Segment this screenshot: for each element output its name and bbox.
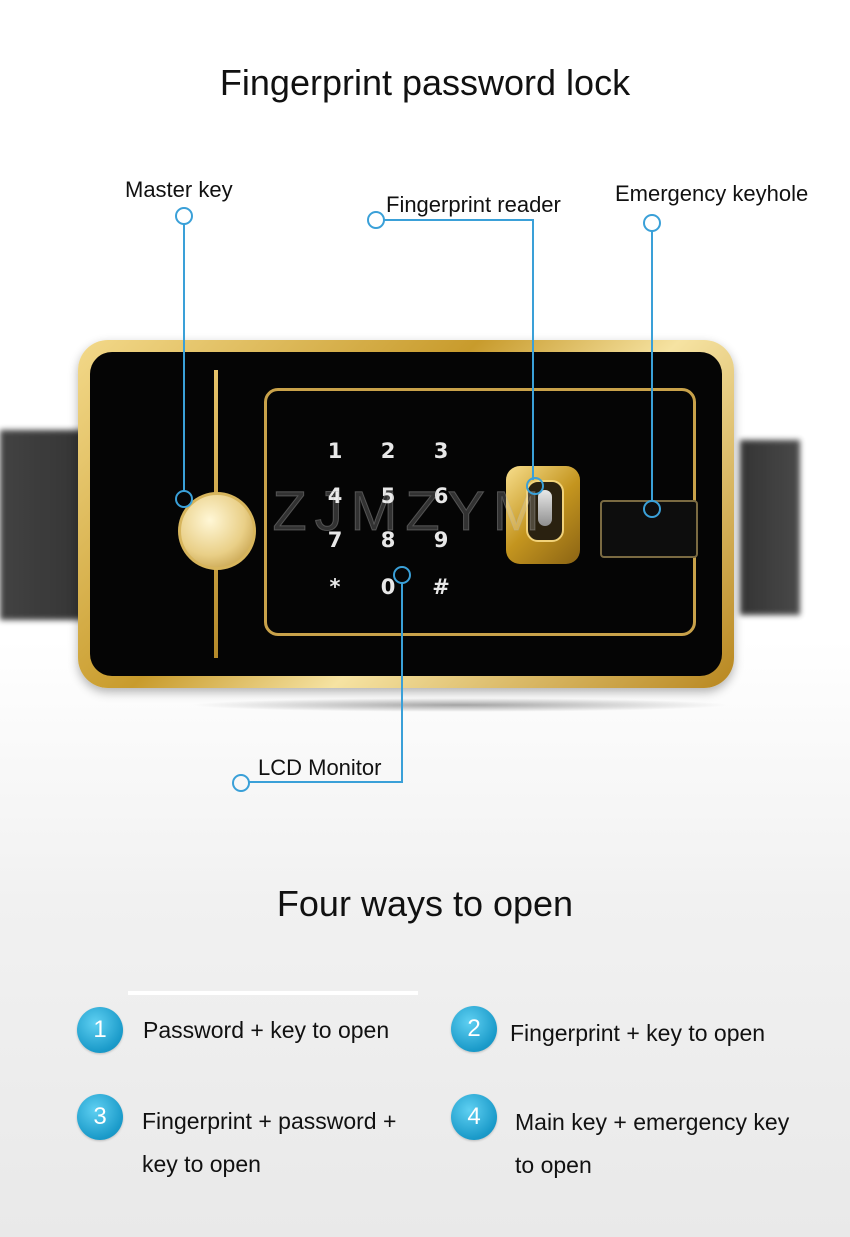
master-key-callout-dot-top (175, 207, 193, 225)
lcd-monitor-label: LCD Monitor (258, 755, 382, 780)
fingerprint-reader (506, 466, 580, 564)
keypad-key-9: 9 (433, 528, 449, 552)
way-4-badge: 4 (451, 1094, 497, 1140)
keypad-key-0: 0 (380, 575, 396, 599)
lcd-callout-line-v (401, 583, 403, 782)
way-3-text: Fingerprint + password + key to open (142, 1100, 396, 1186)
way-2-badge: 2 (451, 1006, 497, 1052)
keypad-key-3: 3 (433, 439, 449, 463)
background-door-right (740, 440, 800, 615)
master-key-callout-dot (175, 490, 193, 508)
emergency-keyhole-label: Emergency keyhole (615, 181, 809, 206)
way-4-line-1: Main key + emergency key (515, 1109, 790, 1135)
way-1-text: Password + key to open (143, 1009, 389, 1052)
keypad-key-7: 7 (327, 528, 343, 552)
page-title: Fingerprint password lock (219, 62, 631, 103)
keypad-key-4: 4 (327, 484, 343, 508)
way-2-line-1: Fingerprint + key to open (510, 1020, 766, 1046)
way-3-line-2: key to open (142, 1151, 261, 1177)
way-4-line-2: to open (515, 1152, 592, 1178)
lcd-callout-dot (393, 566, 411, 584)
fingerprint-callout-line-h (384, 219, 534, 221)
way-4-text: Main key + emergency key to open (515, 1101, 789, 1187)
way-3-line-1: Fingerprint + password + (142, 1108, 397, 1134)
section-title: Four ways to open (276, 883, 574, 924)
fingerprint-callout-line-v (532, 219, 534, 480)
keypad-key-2: 2 (380, 439, 396, 463)
way-2-text: Fingerprint + key to open (510, 1012, 765, 1055)
lcd-callout-line-h (249, 781, 403, 783)
keypad-key-hash: # (432, 575, 450, 599)
fingerprint-reader-label: Fingerprint reader (386, 192, 561, 217)
master-key-label: Master key (125, 177, 233, 202)
lock-panel: 1 2 3 4 5 6 7 8 9 * 0 # (90, 352, 722, 676)
way-1-badge: 1 (77, 1007, 123, 1053)
master-key-callout-line (183, 224, 185, 492)
keypad-key-1: 1 (327, 439, 343, 463)
emergency-callout-dot (643, 500, 661, 518)
keypad-key-5: 5 (380, 484, 396, 508)
emergency-callout-dot-top (643, 214, 661, 232)
lock-device: 1 2 3 4 5 6 7 8 9 * 0 # (78, 340, 734, 688)
divider (128, 991, 418, 995)
master-key-cylinder (178, 492, 256, 570)
fingerprint-callout-dot (526, 477, 544, 495)
lcd-callout-dot-bottom (232, 774, 250, 792)
emergency-callout-line (651, 231, 653, 501)
keypad-key-6: 6 (433, 484, 449, 508)
way-3-badge: 3 (77, 1094, 123, 1140)
keypad-key-star: * (329, 575, 341, 599)
fingerprint-callout-dot-top (367, 211, 385, 229)
watermark: ZJMZYM (272, 479, 548, 543)
fingerprint-sensor (526, 480, 564, 542)
lock-shadow (190, 698, 730, 712)
keypad-key-8: 8 (380, 528, 396, 552)
background-door-left (0, 430, 90, 620)
way-1-line-1: Password + key to open (143, 1017, 390, 1043)
